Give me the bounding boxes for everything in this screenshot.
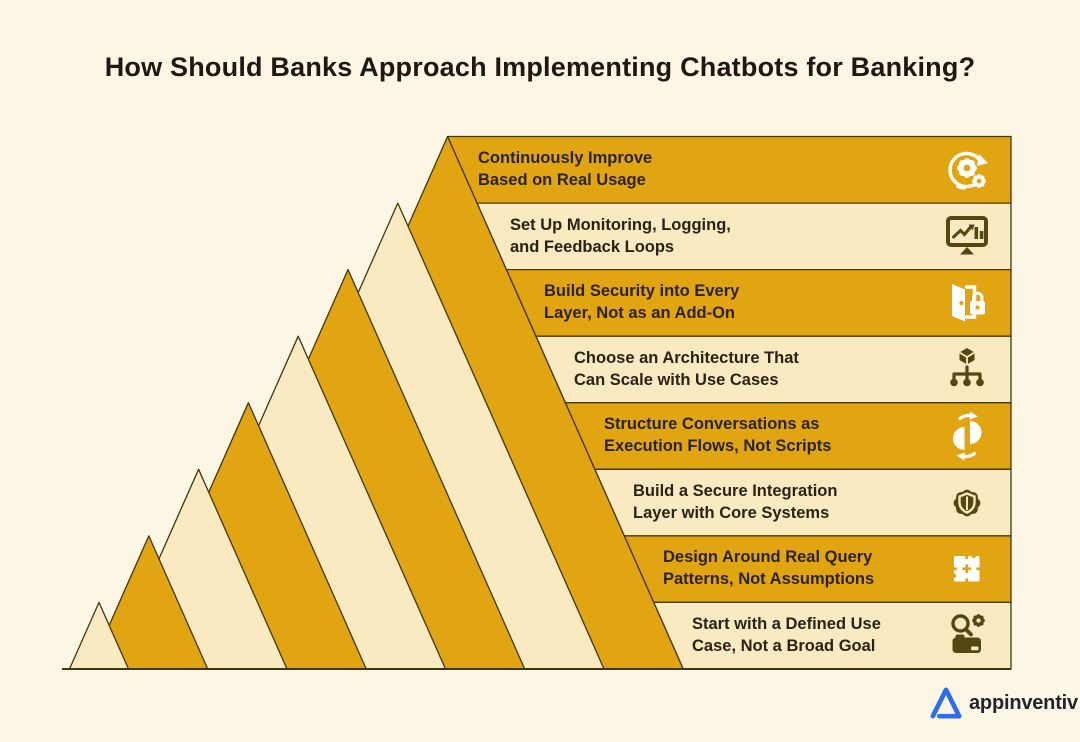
step-label-line: Build a Secure Integration xyxy=(633,482,838,500)
step-label-line: Based on Real Usage xyxy=(478,171,646,190)
search-gear-icon xyxy=(941,610,993,662)
step-label-line: Execution Flows, Not Scripts xyxy=(604,437,832,456)
step-label-8: Start with a Defined Use Case, Not a Bro… xyxy=(692,613,881,657)
step-label-1: Continuously Improve Based on Real Usage xyxy=(478,147,652,191)
step-label-line: Start with a Defined Use xyxy=(692,615,881,633)
step-label-line: Patterns, Not Assumptions xyxy=(663,570,875,589)
step-label-4: Choose an Architecture That Can Scale wi… xyxy=(574,347,799,391)
step-label-5: Structure Conversations as Execution Flo… xyxy=(604,413,831,457)
step-label-line: Layer with Core Systems xyxy=(633,504,830,523)
step-label-line: Layer, Not as an Add-On xyxy=(544,304,736,323)
step-label-line: Design Around Real Query xyxy=(663,548,873,566)
step-label-line: Continuously Improve xyxy=(478,149,653,167)
page-title: How Should Banks Approach Implementing C… xyxy=(104,52,976,82)
step-label-line: Choose an Architecture That xyxy=(574,349,799,367)
door-lock-icon xyxy=(941,277,993,329)
appinventiv-logo-icon xyxy=(930,687,962,719)
architecture-nodes-icon xyxy=(941,344,993,396)
puzzle-pieces-icon xyxy=(941,543,993,595)
step-label-line: Structure Conversations as xyxy=(604,415,820,433)
appinventiv-logo-text: appinventiv xyxy=(969,691,1078,714)
step-label-line: Can Scale with Use Cases xyxy=(574,371,779,390)
step-label-line: and Feedback Loops xyxy=(510,238,675,257)
step-label-3: Build Security into Every Layer, Not as … xyxy=(544,280,739,324)
step-label-line: Build Security into Every xyxy=(544,282,740,300)
appinventiv-logo: appinventiv xyxy=(930,687,1078,719)
step-label-6: Build a Secure Integration Layer with Co… xyxy=(633,480,837,524)
step-label-7: Design Around Real Query Patterns, Not A… xyxy=(663,546,874,590)
flow-cycle-icon xyxy=(941,410,993,462)
gear-shield-icon xyxy=(941,477,993,529)
step-label-2: Set Up Monitoring, Logging, and Feedback… xyxy=(510,214,731,258)
improvement-cycle-icon xyxy=(941,144,993,196)
step-label-line: Case, Not a Broad Goal xyxy=(692,637,876,656)
monitoring-dashboard-icon xyxy=(941,211,993,263)
step-label-line: Set Up Monitoring, Logging, xyxy=(510,216,731,234)
